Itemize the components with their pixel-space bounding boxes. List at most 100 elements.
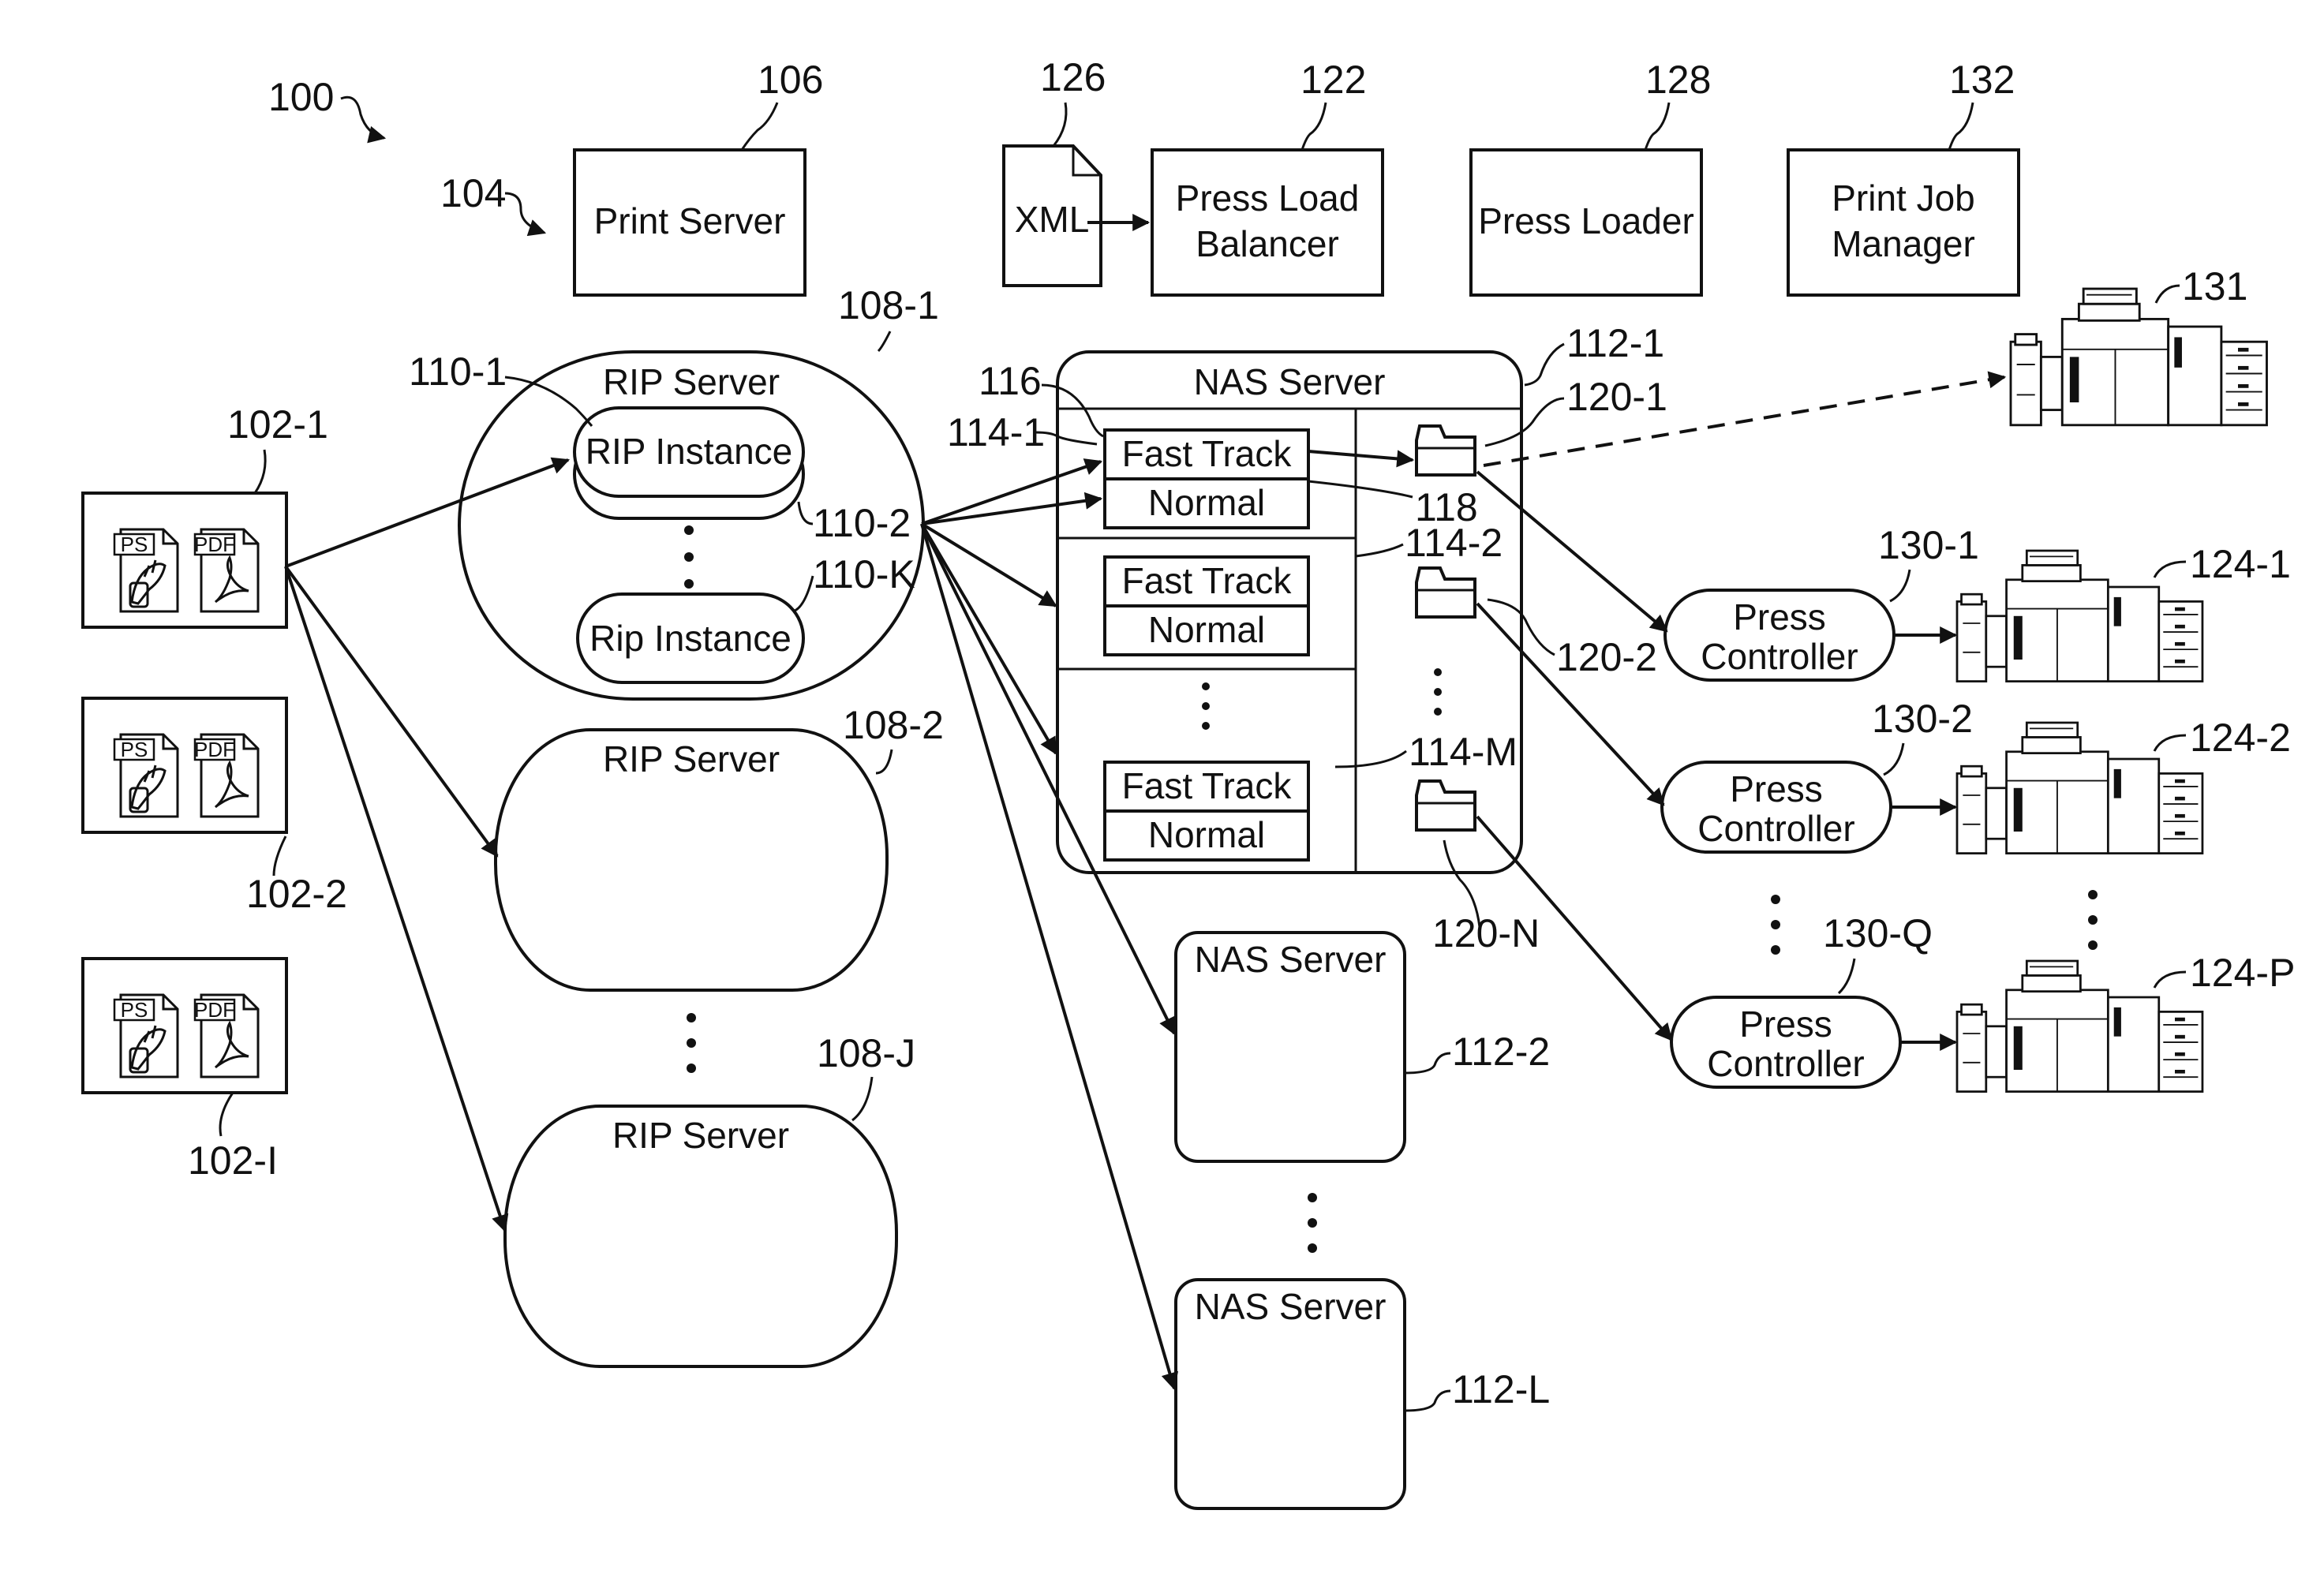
print-job-manager-ref: 132	[1949, 58, 2015, 102]
print-server-ref: 106	[758, 58, 823, 102]
rip-server-j-ref-leader	[852, 1077, 872, 1120]
document-ref: 102-1	[227, 402, 328, 447]
press-controller-ref-leader	[1839, 959, 1854, 993]
print-job-manager-label-2: Manager	[1832, 223, 1975, 264]
rip-server-2-ref: 108-2	[843, 703, 944, 747]
press-ref-leader	[2154, 735, 2186, 751]
press-load-balancer-ref-leader	[1302, 103, 1326, 150]
press-controller-ref-leader	[1884, 743, 1903, 775]
xml-document: XML 126	[1004, 55, 1106, 286]
rip-instance-2-ref: 110-2	[813, 501, 911, 545]
press-ref: 124-2	[2190, 716, 2291, 760]
rip-server-2: RIP Server 108-2	[496, 703, 944, 990]
input-document-3: PSPDF102-I	[83, 959, 286, 1183]
figure-ref: 100	[268, 75, 334, 119]
press-controller-ref-leader	[1890, 570, 1910, 601]
press-ref-leader	[2154, 972, 2186, 988]
press-ref: 124-P	[2190, 951, 2295, 995]
press-ellipsis-dot	[2088, 890, 2098, 899]
xml-ref-leader	[1053, 103, 1066, 146]
press-ref-leader	[2154, 562, 2186, 578]
press-ellipsis-dot	[2088, 915, 2098, 925]
input-documents: PSPDF102-1PSPDF102-2PSPDF102-I	[83, 402, 347, 1183]
press-load-balancer-box: Press Load Balancer 122	[1152, 58, 1383, 295]
print-server-ref-leader	[742, 103, 777, 150]
queue-ellipsis-dot	[1202, 722, 1210, 730]
rip-instance-k-ref: 110-K	[813, 552, 915, 596]
rip-server-1-ref-leader	[878, 331, 890, 351]
queue-ellipsis-dot	[1202, 702, 1210, 710]
press-load-balancer-ref: 122	[1300, 58, 1366, 102]
hotfolder-ellipsis-dot	[1434, 708, 1442, 716]
press-controller-label-1: Press	[1739, 1004, 1832, 1045]
ps-tag-label: PS	[121, 533, 148, 556]
rip-instance-k-label: Rip Instance	[589, 618, 792, 659]
nas-main-ref: 112-1	[1566, 321, 1664, 365]
nas-main-label: NAS Server	[1194, 361, 1386, 402]
nas-server-l-ref: 112-L	[1452, 1367, 1550, 1411]
rip-server-j: RIP Server 108-J	[505, 1031, 915, 1366]
pdf-tag-label: PDF	[194, 738, 235, 761]
rip-server-ellipsis-dot	[687, 1038, 696, 1048]
press-ellipsis-dot	[2088, 940, 2098, 950]
nas-ellipsis-dot	[1308, 1243, 1317, 1253]
standalone-press-ref: 131	[2182, 264, 2247, 308]
rip-instance-1-ref: 110-1	[409, 350, 507, 394]
pdf-tag-label: PDF	[194, 533, 235, 556]
controller-ellipsis-dot	[1771, 920, 1780, 929]
print-server-arrow-ref: 104	[440, 171, 506, 215]
document-frame	[83, 959, 286, 1093]
document-ref-leader	[255, 450, 265, 493]
press-load-balancer-label-2: Balancer	[1196, 223, 1339, 264]
print-job-manager-ref-leader	[1949, 103, 1973, 150]
controller-ellipsis-dot	[1771, 895, 1780, 904]
print-server-box: Print Server 106	[574, 58, 823, 295]
queue-ellipsis-dot	[1202, 682, 1210, 690]
press-load-balancer-label-1: Press Load	[1176, 178, 1360, 219]
document-ref: 102-I	[188, 1138, 278, 1183]
nas-server-main: NAS Server 112-1 Fast TrackNormal114-1Fa…	[947, 321, 1667, 955]
hotfolder-ref: 120-1	[1566, 375, 1667, 419]
nas-server-l-ref-leader	[1405, 1391, 1450, 1411]
input-document-1: PS PDF 102-1	[83, 402, 328, 627]
nas-server-2-ref-leader	[1405, 1053, 1450, 1073]
digital-press-icon	[1957, 961, 2202, 1092]
edge-hotfolder-press131	[1484, 377, 2004, 465]
fast-track-label: Fast Track	[1122, 765, 1293, 806]
press-controller-ref: 130-Q	[1823, 911, 1933, 955]
press-loader-ref: 128	[1645, 58, 1711, 102]
press-controller-label-1: Press	[1730, 768, 1823, 809]
controller-ellipsis-dot	[1771, 945, 1780, 955]
xml-ref: 126	[1040, 55, 1106, 99]
press-controller-label-2: Controller	[1707, 1043, 1864, 1084]
rip-server-j-ref: 108-J	[817, 1031, 915, 1075]
fast-track-label: Fast Track	[1122, 433, 1293, 474]
press-controller-1: PressController130-1124-1	[1665, 523, 2291, 682]
pdf-tag-label: PDF	[194, 998, 235, 1022]
normal-label: Normal	[1148, 482, 1265, 523]
input-document-2: PSPDF102-2	[83, 698, 347, 916]
standalone-press-ref-leader	[2156, 286, 2180, 303]
document-frame	[83, 493, 286, 627]
nas-main-ref-leader	[1525, 344, 1564, 385]
document-ref: 102-2	[246, 872, 347, 916]
hotfolder-ref: 120-2	[1556, 635, 1657, 679]
digital-press-icon	[1957, 723, 2202, 854]
print-job-manager-box: Print Job Manager 132	[1788, 58, 2019, 295]
document-ref-leader	[274, 836, 286, 876]
nas-server-2: NAS Server 112-2	[1176, 933, 1550, 1161]
print-job-manager-label-1: Print Job	[1832, 178, 1975, 219]
digital-press-icon	[1957, 551, 2202, 682]
press-controller-label-2: Controller	[1697, 808, 1854, 849]
hotfolder-group-ref: 118	[1415, 485, 1478, 529]
rip-server-j-label: RIP Server	[612, 1115, 789, 1156]
nas-server-2-ref: 112-2	[1452, 1030, 1550, 1074]
queue-group-ref: 116	[979, 359, 1042, 403]
figure-ref-leader	[341, 97, 384, 138]
hotfolder-ref: 120-N	[1432, 911, 1540, 955]
standalone-press-icon	[2011, 289, 2266, 425]
press-loader-ref-leader	[1645, 103, 1669, 150]
press-controller-2: PressController130-2124-2	[1662, 697, 2291, 854]
document-ref-leader	[220, 1093, 233, 1136]
